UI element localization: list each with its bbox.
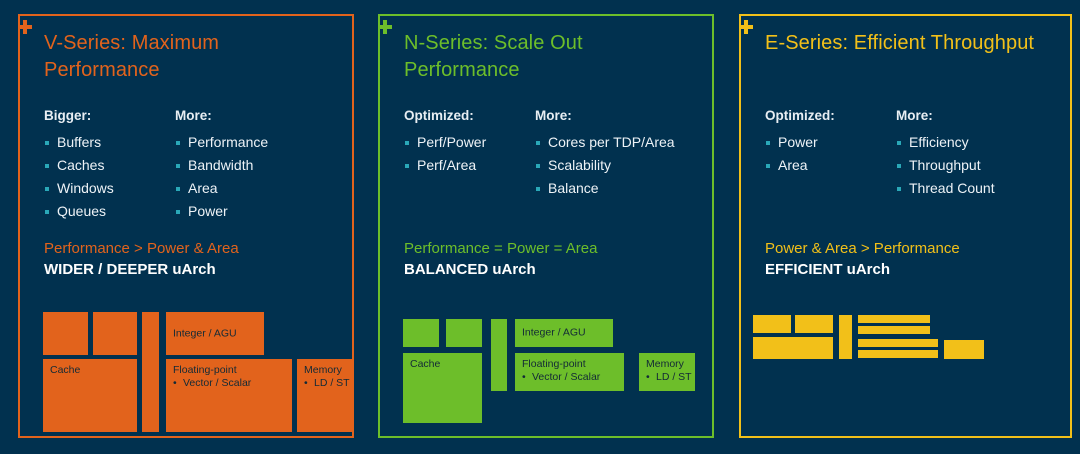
tagline-accent: Power & Area > Performance: [765, 240, 960, 257]
column-heading: Optimized:: [404, 108, 474, 123]
panel-frame: [739, 14, 1072, 438]
panel-n-series: N-Series: Scale Out Performance Optimize…: [368, 14, 714, 438]
bullet-column-2: More: Performance Bandwidth Area Power: [175, 108, 345, 223]
list-item: Scalability: [535, 154, 725, 177]
integer-agu-block: Integer / AGU: [515, 319, 613, 347]
panel-title: V-Series: Maximum Performance: [44, 32, 220, 81]
tagline-white: BALANCED uArch: [404, 261, 536, 278]
bullet-list: Buffers Caches Windows Queues: [44, 131, 164, 223]
front-end-block-a: [753, 315, 791, 333]
column-heading: Bigger:: [44, 108, 92, 123]
floating-point-block-2: [858, 350, 938, 358]
bullet-column-1: Bigger: Buffers Caches Windows Queues: [44, 108, 164, 223]
bullet-list: Perf/Power Perf/Area: [404, 131, 532, 177]
front-end-block-b: [795, 315, 833, 333]
memory-block: Memory LD / ST: [297, 359, 353, 432]
cache-label: Cache: [410, 358, 441, 370]
tagline-accent: Performance = Power = Area: [404, 240, 598, 257]
list-item: Buffers: [44, 131, 164, 154]
list-item: Thread Count: [896, 177, 1080, 200]
memory-block: [944, 340, 984, 359]
memory-sublabel: LD / ST: [646, 371, 692, 384]
bullet-list: Efficiency Throughput Thread Count: [896, 131, 1080, 200]
floating-point-block: Floating-point Vector / Scalar: [166, 359, 292, 432]
bullet-column-1: Optimized: Perf/Power Perf/Area: [404, 108, 532, 177]
floating-point-sublabel: Vector / Scalar: [522, 371, 600, 384]
panel-title: E-Series: Efficient Throughput: [765, 32, 1035, 54]
floating-point-sublabel: Vector / Scalar: [173, 377, 251, 390]
integer-agu-block: [858, 315, 930, 323]
panel-e-series: E-Series: Efficient Throughput Optimized…: [729, 14, 1072, 438]
uarch-block-diagram: Cache Integer / AGU Floating-point Vecto…: [378, 14, 714, 438]
column-heading: More:: [896, 108, 933, 123]
list-item: Throughput: [896, 154, 1080, 177]
column-heading: More:: [535, 108, 572, 123]
panel-title: N-Series: Scale Out Performance: [404, 32, 583, 81]
panel-frame: [378, 14, 714, 438]
column-heading: Optimized:: [765, 108, 835, 123]
bullet-column-1: Optimized: Power Area: [765, 108, 893, 177]
front-end-block-a: [43, 312, 88, 355]
list-item: Balance: [535, 177, 725, 200]
list-item: Queues: [44, 200, 164, 223]
floating-point-block: [858, 339, 938, 347]
memory-block: Memory LD / ST: [639, 353, 695, 391]
front-end-block-b: [446, 319, 482, 347]
floating-point-block: Floating-point Vector / Scalar: [515, 353, 624, 391]
integer-agu-label: Integer / AGU: [173, 327, 237, 339]
cache-block: [753, 337, 833, 359]
list-item: Windows: [44, 177, 164, 200]
list-item: Caches: [44, 154, 164, 177]
cache-label: Cache: [50, 364, 81, 376]
list-item: Perf/Power: [404, 131, 532, 154]
bullet-list: Power Area: [765, 131, 893, 177]
pipe-column: [491, 319, 507, 391]
pipe-column: [839, 315, 852, 359]
panel-frame: [18, 14, 354, 438]
panel-v-series: V-Series: Maximum Performance Bigger: Bu…: [8, 14, 354, 438]
tagline-white: WIDER / DEEPER uArch: [44, 261, 216, 278]
front-end-block-a: [403, 319, 439, 347]
list-item: Power: [765, 131, 893, 154]
pipe-column: [142, 312, 159, 432]
corner-plus-icon: [16, 18, 34, 36]
bullet-column-2: More: Efficiency Throughput Thread Count: [896, 108, 1080, 200]
corner-plus-icon: [376, 18, 394, 36]
list-item: Efficiency: [896, 131, 1080, 154]
bullet-list: Performance Bandwidth Area Power: [175, 131, 345, 223]
front-end-block-b: [93, 312, 137, 355]
uarch-block-diagram: Cache Integer / AGU Floating-point Vecto…: [18, 14, 354, 438]
corner-plus-icon: [737, 18, 755, 36]
list-item: Power: [175, 200, 345, 223]
memory-label: Memory: [304, 364, 342, 376]
floating-point-label: Floating-point: [173, 364, 237, 376]
bullet-list: Cores per TDP/Area Scalability Balance: [535, 131, 725, 200]
integer-agu-label: Integer / AGU: [522, 326, 586, 339]
list-item: Bandwidth: [175, 154, 345, 177]
list-item: Cores per TDP/Area: [535, 131, 725, 154]
integer-agu-block: Integer / AGU: [166, 312, 264, 355]
uarch-block-diagram: [739, 14, 1072, 438]
tagline-white: EFFICIENT uArch: [765, 261, 891, 278]
floating-point-label: Floating-point: [522, 358, 586, 370]
bullet-column-2: More: Cores per TDP/Area Scalability Bal…: [535, 108, 725, 200]
list-item: Performance: [175, 131, 345, 154]
tagline-group: Performance > Power & Area WIDER / DEEPE…: [44, 238, 344, 280]
integer-agu-block-2: [858, 326, 930, 334]
list-item: Area: [765, 154, 893, 177]
tagline-group: Power & Area > Performance EFFICIENT uAr…: [765, 238, 1062, 280]
memory-label: Memory: [646, 358, 684, 370]
cache-block: Cache: [43, 359, 137, 432]
list-item: Area: [175, 177, 345, 200]
list-item: Perf/Area: [404, 154, 532, 177]
memory-sublabel: LD / ST: [304, 377, 350, 390]
tagline-group: Performance = Power = Area BALANCED uArc…: [404, 238, 704, 280]
cache-block: Cache: [403, 353, 482, 423]
column-heading: More:: [175, 108, 212, 123]
tagline-accent: Performance > Power & Area: [44, 240, 239, 257]
